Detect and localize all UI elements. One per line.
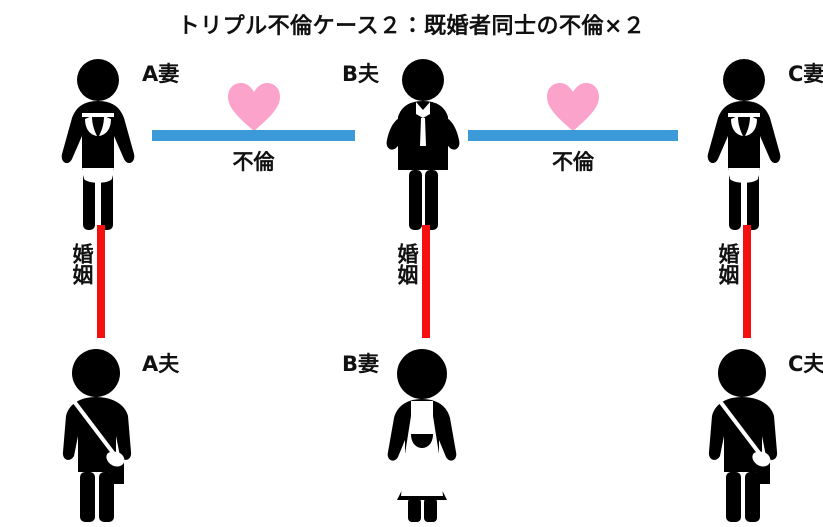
female-lingerie-icon — [684, 58, 804, 233]
person-c-husband: C夫 — [684, 348, 823, 523]
affair-line — [152, 130, 355, 141]
person-label: A夫 — [142, 352, 180, 376]
person-b-wife: B妻 — [342, 348, 483, 523]
male-shoulder-bag-icon — [684, 348, 804, 523]
marriage-line — [743, 225, 751, 338]
person-label: C妻 — [788, 62, 823, 86]
marriage-line — [97, 225, 105, 338]
affair-line — [468, 130, 678, 141]
marriage-connector-a: 婚姻 — [53, 225, 143, 340]
person-label: B夫 — [341, 62, 379, 86]
marriage-label: 婚姻 — [716, 243, 740, 285]
male-suit-icon — [363, 58, 483, 233]
affair-label: 不倫 — [232, 150, 275, 174]
person-a-wife: A妻 — [38, 58, 179, 233]
marriage-connector-c: 婚姻 — [699, 225, 789, 340]
page-title: トリプル不倫ケース２：既婚者同士の不倫×２ — [177, 14, 646, 39]
marriage-line — [422, 225, 430, 338]
person-c-wife: C妻 — [684, 58, 823, 233]
person-b-husband: B夫 — [342, 58, 483, 233]
affair-connector-b-husband-c-wife: 不倫 — [468, 82, 678, 174]
marriage-connector-b: 婚姻 — [378, 225, 468, 340]
person-label: A妻 — [142, 62, 180, 86]
affair-label: 不倫 — [552, 150, 594, 174]
heart-icon — [546, 82, 600, 132]
male-shoulder-bag-icon — [38, 348, 158, 523]
affair-connector-a-wife-b-husband: 不倫 — [152, 82, 355, 174]
heart-icon — [227, 82, 281, 132]
person-a-husband: A夫 — [38, 348, 179, 523]
marriage-label: 婚姻 — [70, 243, 94, 285]
marriage-label: 婚姻 — [395, 243, 419, 285]
female-lingerie-icon — [38, 58, 158, 233]
person-label: C夫 — [788, 352, 823, 376]
person-label: B妻 — [341, 352, 379, 376]
female-apron-icon — [363, 348, 483, 523]
